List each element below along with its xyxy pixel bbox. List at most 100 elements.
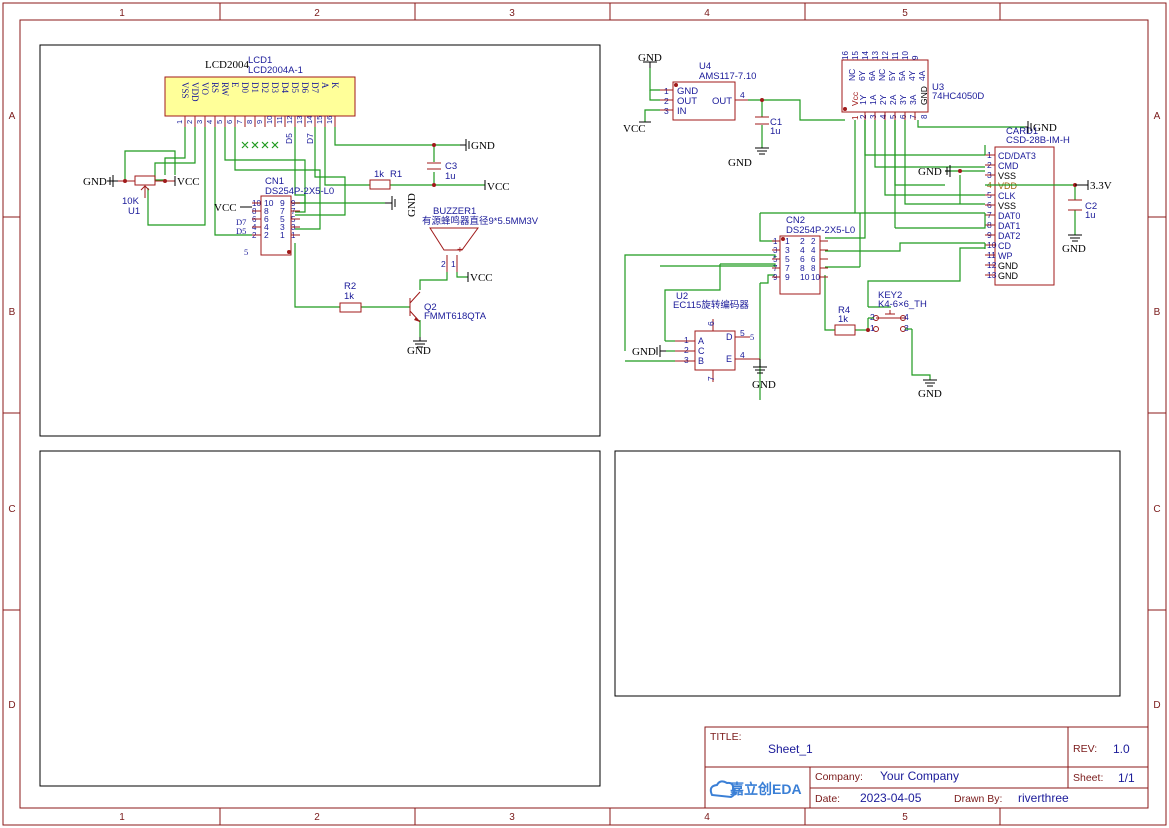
pin-number: 15 (851, 51, 860, 60)
lcd-footprint: LCD2004 (205, 59, 250, 71)
resistor-r2[interactable]: R2 1k (339, 281, 362, 313)
card-ref: CARD1 (1006, 126, 1038, 137)
pin-number: 7 (235, 120, 244, 124)
capacitor-c3[interactable]: C3 1u (427, 161, 457, 182)
panel-lcd[interactable] (39, 44, 601, 437)
card-pin-label: DAT0 (998, 211, 1020, 221)
pin-number: 8 (245, 120, 254, 124)
row-marker: B (1154, 307, 1161, 318)
vcc-label: VCC (177, 176, 200, 188)
u3-pin-label: 2Y (878, 94, 888, 105)
lcd-pin-label: K (330, 82, 340, 89)
card-pin-label: VSS (998, 171, 1016, 181)
card-pin-label: WP (998, 251, 1013, 261)
row-marker: A (9, 111, 16, 122)
gnd-symbol-encoder-e: GND (752, 359, 776, 391)
u3-pins: 16NC156Y146A13NC125Y115A104Y94AVcc11Y21A… (841, 51, 929, 120)
gnd-symbol-q2: GND (407, 337, 431, 357)
u2-pin-label: E (726, 354, 732, 364)
buzzer-ref: BUZZER1 (433, 206, 476, 217)
date-value: 2023-04-05 (860, 791, 922, 805)
pin-number: 2 (859, 114, 868, 119)
cn2-value: DS254P-2X5-L0 (786, 225, 855, 236)
pin-number: 14 (861, 51, 870, 60)
capacitor-c1[interactable]: C1 1u (755, 116, 782, 137)
pin-number: 13 (871, 51, 880, 60)
col-marker: 3 (509, 8, 515, 19)
u4-pin-gnd: GND (677, 86, 698, 97)
capacitor-c2[interactable]: C2 1u (1068, 199, 1097, 221)
pin-number: 8 (920, 114, 929, 119)
pin-number: 3 (195, 120, 204, 124)
pin-number: 7 (280, 206, 285, 216)
no-connect-marks (241, 141, 279, 149)
logo-text: 嘉立创EDA (729, 781, 802, 797)
pin-number: 4 (740, 350, 745, 360)
company-label: Company: (815, 771, 863, 783)
card-pin-label: GND (998, 271, 1019, 281)
gnd-symbol-card-top: GND (1025, 121, 1057, 134)
cn1-value: DS254P-2X5-L0 (265, 186, 334, 197)
col-marker: 1 (119, 8, 125, 19)
pin-number: 7 (706, 376, 716, 381)
panel-empty-right[interactable] (614, 450, 1121, 697)
u2-pin-label: D (726, 332, 733, 342)
gnd-symbol-pot: GND (83, 175, 118, 188)
gnd-symbol-card-left: GND (918, 165, 951, 178)
pin-number: 1 (664, 86, 669, 96)
lcd-module[interactable]: LCD2004 LCD1 LCD2004A-1 VSS1VDD2VO3RS4RW… (164, 55, 356, 149)
pin-number: 2 (264, 230, 269, 240)
pin-number: 5 (215, 120, 224, 124)
vcc-label: VCC (214, 202, 237, 214)
u4-pin-in: IN (677, 106, 687, 117)
potentiometer[interactable]: 10K U1 (118, 175, 175, 217)
u2-pin-label: A (698, 336, 704, 346)
gnd-label: GND (728, 157, 752, 169)
c3-value: 1u (445, 171, 456, 182)
u3-pin-label: NC (877, 69, 887, 81)
pin-number: 9 (255, 120, 264, 124)
gnd-label: GND (632, 346, 656, 358)
pin-number: 1 (785, 236, 790, 246)
resistor-r4[interactable]: R4 1k (834, 305, 870, 336)
buffer-u3[interactable]: U3 74HC4050D 16NC156Y146A13NC125Y115A104… (841, 51, 984, 120)
switch-key2[interactable]: KEY2 K4-6×6_TH 2 1 4 3 (868, 290, 931, 380)
card-pin-label: DAT2 (998, 231, 1020, 241)
gnd-symbol-u4: GND (638, 52, 662, 68)
buzzer[interactable]: BUZZER1 有源蜂鸣器直径9*5.5MM3V 2 1 + VCC (422, 206, 539, 284)
lcd-pin-label: VO (200, 82, 210, 95)
col-marker: 1 (119, 812, 125, 823)
lcd-pin-label: D3 (270, 82, 280, 93)
gnd-symbol-c1: GND (728, 147, 769, 169)
buzzer-pin2: 2 (441, 259, 446, 269)
panel-empty-left[interactable] (39, 450, 601, 787)
pin-number: 10 (265, 116, 274, 124)
transistor-q2[interactable]: Q2 FMMT618QTA (409, 291, 487, 323)
lcd-pin-label: D4 (280, 82, 290, 93)
pin-number: 6 (706, 321, 716, 326)
card-value: CSD-28B-IM-H (1006, 135, 1070, 146)
pin-number: 10 (264, 198, 274, 208)
key2-value: K4-6×6_TH (878, 299, 927, 310)
sd-card-socket[interactable]: CARD1 CSD-28B-IM-H CD/DAT31CMD2VSS3VDD4C… (985, 126, 1070, 286)
q2-ref: Q2 (424, 302, 437, 313)
lcd-pin-label: D0 (240, 82, 250, 93)
u3-card-wires (624, 120, 1076, 400)
u3-pin-label: 3A (908, 94, 918, 105)
vcc-symbol-pot: VCC (174, 176, 200, 188)
pin-number: 12 (881, 51, 890, 60)
pin-number: 6 (811, 255, 816, 264)
u4-out-label: OUT (712, 96, 732, 107)
regulator-u4[interactable]: U4 AMS117-7.10 GND OUT IN 1 2 3 OUT 4 (660, 61, 756, 121)
lcd-pin-label: A (320, 82, 330, 89)
pin-number: 1 (280, 230, 285, 240)
card-pin-label: DAT1 (998, 221, 1020, 231)
date-label: Date: (815, 793, 840, 805)
resistor-r1[interactable]: 1k R1 (369, 143, 436, 190)
lcd-pin-label: E (230, 82, 240, 88)
u4-wires (644, 68, 845, 148)
card-pin-label: CMD (998, 161, 1019, 171)
